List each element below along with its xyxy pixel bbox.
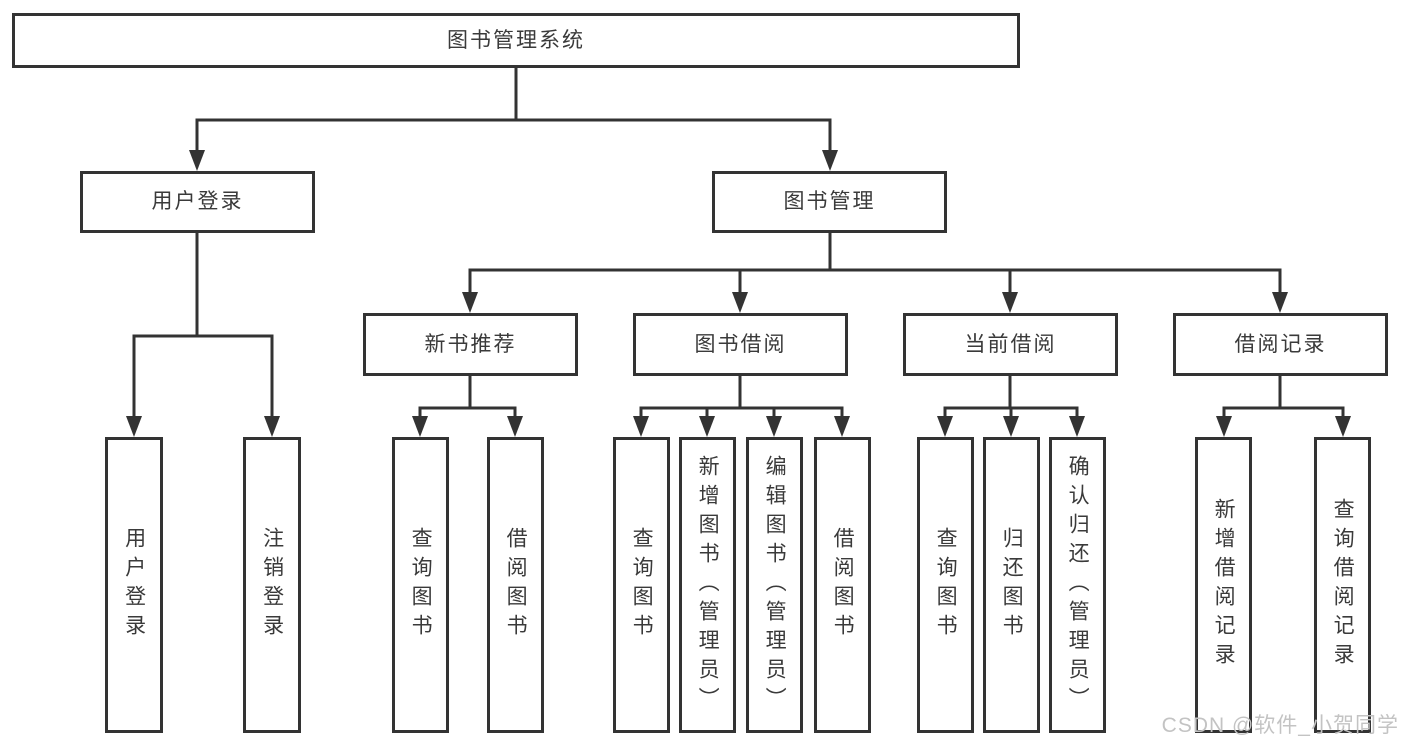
leaf-records-query-record: 查询借阅记录 [1314, 437, 1371, 733]
leaf-borrow-edit-books-admin: 编辑图书（管理员） [746, 437, 803, 733]
csdn-watermark: CSDN @软件_小贺同学 [1161, 714, 1399, 737]
leaf-logout: 注销登录 [243, 437, 301, 733]
leaf-borrow-borrow-books: 借阅图书 [814, 437, 871, 733]
node-root: 图书管理系统 [12, 13, 1020, 68]
leaf-borrow-query-books: 查询图书 [613, 437, 670, 733]
node-book-borrow: 图书借阅 [633, 313, 848, 376]
leaf-newbook-borrow-books: 借阅图书 [487, 437, 544, 733]
leaf-current-return-books: 归还图书 [983, 437, 1040, 733]
node-book-management: 图书管理 [712, 171, 947, 233]
node-borrow-records: 借阅记录 [1173, 313, 1388, 376]
leaf-records-add-record: 新增借阅记录 [1195, 437, 1252, 733]
node-current-borrow: 当前借阅 [903, 313, 1118, 376]
leaf-current-query-books: 查询图书 [917, 437, 974, 733]
leaf-user-login: 用户登录 [105, 437, 163, 733]
leaf-newbook-query-books: 查询图书 [392, 437, 449, 733]
node-new-book-recommend: 新书推荐 [363, 313, 578, 376]
leaf-current-confirm-return-admin: 确认归还（管理员） [1049, 437, 1106, 733]
leaf-borrow-add-books-admin: 新增图书（管理员） [679, 437, 736, 733]
node-user-login: 用户登录 [80, 171, 315, 233]
